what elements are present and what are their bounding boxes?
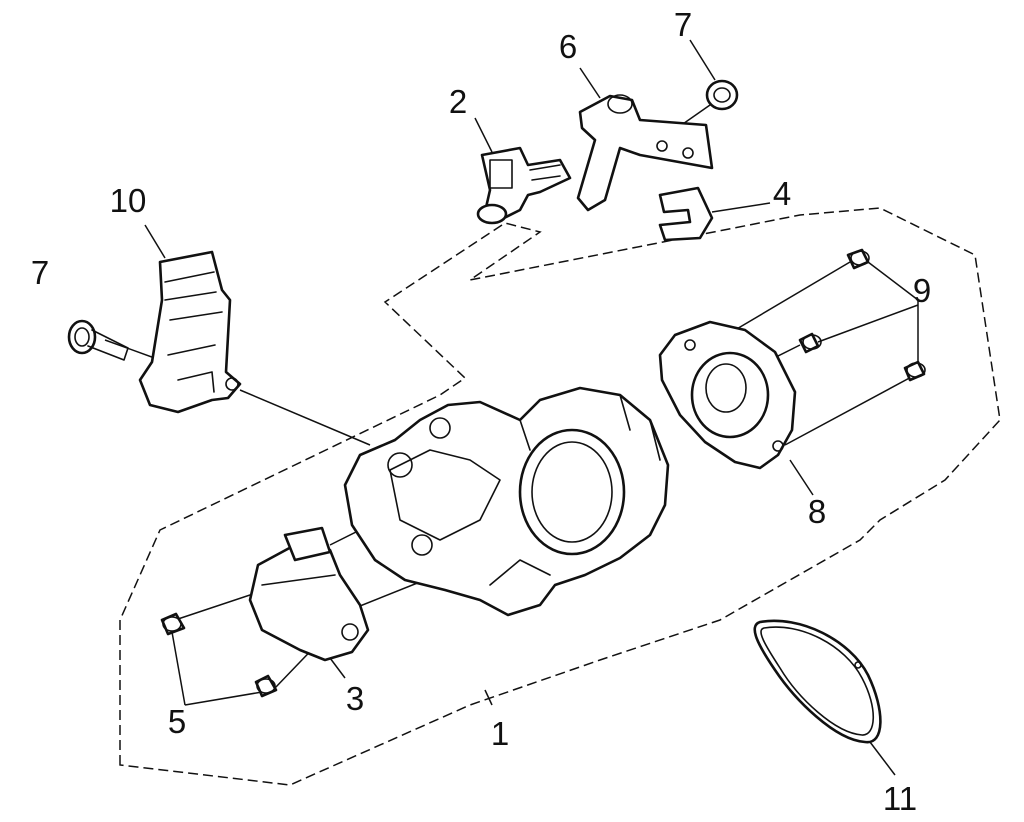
callout-5: 5 xyxy=(168,703,186,740)
callout-7-top: 7 xyxy=(674,6,692,43)
cover-plate xyxy=(658,320,797,470)
callout-7-left: 7 xyxy=(31,254,49,291)
callout-2: 2 xyxy=(449,83,467,120)
map-sensor xyxy=(138,250,242,414)
bolt-top xyxy=(705,79,739,111)
callout-leaders xyxy=(144,39,896,776)
gasket-ring xyxy=(753,619,882,744)
throttle-position-sensor xyxy=(248,526,370,662)
bolt-left xyxy=(67,319,129,361)
assembly-boundary xyxy=(119,207,1001,786)
cover-bolts xyxy=(798,248,926,382)
callout-6: 6 xyxy=(559,28,577,65)
callout-1: 1 xyxy=(491,715,509,752)
injector-clip xyxy=(658,186,714,242)
fuel-rail xyxy=(576,94,714,212)
callout-labels: 1 2 3 4 5 6 7 7 8 9 10 11 xyxy=(31,6,931,817)
screws xyxy=(160,612,278,706)
fuel-injector xyxy=(476,146,572,225)
callout-9: 9 xyxy=(913,272,931,309)
callout-11: 11 xyxy=(883,780,917,817)
callout-3: 3 xyxy=(346,680,364,717)
throttle-body xyxy=(343,386,670,617)
callout-10: 10 xyxy=(110,182,147,219)
callout-8: 8 xyxy=(808,493,826,530)
callout-4: 4 xyxy=(773,175,791,212)
